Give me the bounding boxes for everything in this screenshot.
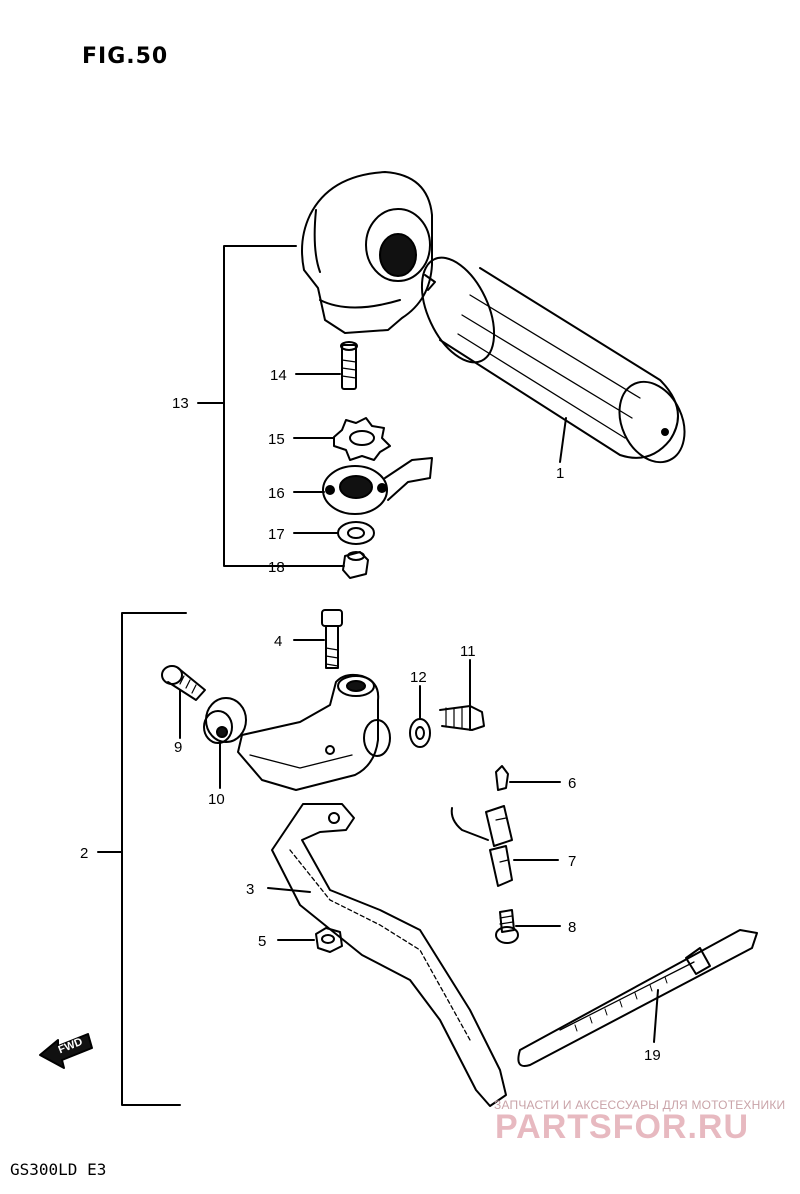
clip-6 [495, 765, 509, 791]
callout-8: 8 [568, 919, 576, 936]
washer-17 [337, 521, 375, 545]
callout-6: 6 [568, 775, 576, 792]
nut-5 [315, 927, 343, 953]
fwd-arrow-icon [39, 1033, 93, 1069]
lever-holder [237, 673, 391, 791]
guide-plate-16 [322, 457, 433, 515]
callout-16: 16 [268, 485, 285, 502]
nut-18 [342, 551, 369, 579]
callout-4: 4 [274, 633, 282, 650]
screw-14 [340, 341, 358, 390]
clutch-lever [271, 803, 507, 1107]
callout-13: 13 [172, 395, 189, 412]
callout-10: 10 [208, 791, 225, 808]
watermark-tagline: ЗАПЧАСТИ И АКСЕССУАРЫ ДЛЯ МОТОТЕХНИКИ [494, 1098, 786, 1112]
callout-1: 1 [556, 465, 564, 482]
adjuster-10 [203, 697, 247, 744]
callout-17: 17 [268, 526, 285, 543]
callout-18: 18 [268, 559, 285, 576]
figure-title: FIG.50 [82, 44, 169, 69]
callout-9: 9 [174, 739, 182, 756]
callout-19: 19 [644, 1047, 661, 1064]
callout-7: 7 [568, 853, 576, 870]
model-code: GS300LD E3 [10, 1160, 107, 1179]
callout-14: 14 [270, 367, 287, 384]
washer-12 [409, 718, 431, 748]
callout-12: 12 [410, 669, 427, 686]
group-2-bracket [121, 612, 187, 1106]
group-13-bracket [223, 245, 333, 567]
bolt-4 [321, 609, 343, 669]
watermark-logo: PARTSFOR.RU [495, 1108, 750, 1146]
callout-3: 3 [246, 881, 254, 898]
bolt-11 [439, 705, 485, 731]
callout-5: 5 [258, 933, 266, 950]
callout-2: 2 [80, 845, 88, 862]
screw-8 [495, 909, 519, 944]
screw-9 [161, 665, 206, 701]
callout-11: 11 [460, 643, 476, 660]
callout-15: 15 [268, 431, 285, 448]
cable-tie-19 [517, 929, 758, 1067]
handlebar-grip [420, 256, 686, 464]
switch-7 [450, 805, 513, 887]
star-washer-15 [333, 417, 391, 461]
switch-housing [301, 171, 436, 334]
